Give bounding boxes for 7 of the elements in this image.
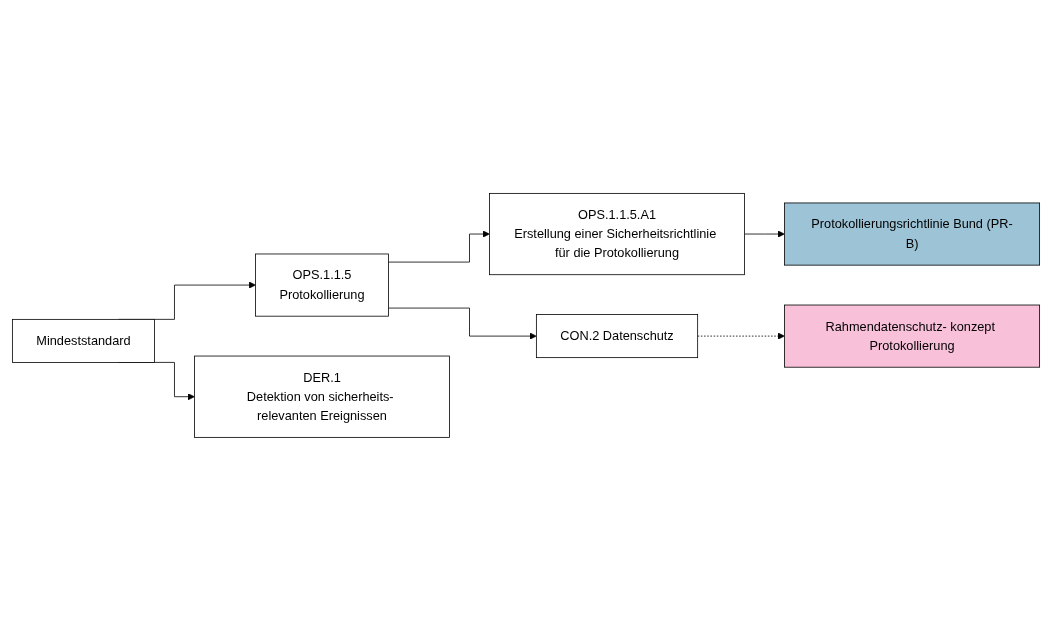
node-box: Rahmendatenschutz- konzept Protokollierung bbox=[784, 304, 1040, 368]
node-box: DER.1 Detektion von sicherheits- relevanten Ereignissen bbox=[194, 355, 450, 438]
node-box: CON.2 Datenschutz bbox=[535, 313, 699, 358]
node-box: Mindeststandard bbox=[12, 318, 155, 363]
node-box: OPS.1.1.5.A1 Erstellung einer Sicherheitsrichtlinie für die Protokollierung bbox=[489, 192, 745, 275]
node-box: Protokollierungsrichtlinie Bund (PR-B) bbox=[784, 202, 1040, 266]
node-box: OPS.1.1.5 Protokollierung bbox=[255, 253, 389, 317]
